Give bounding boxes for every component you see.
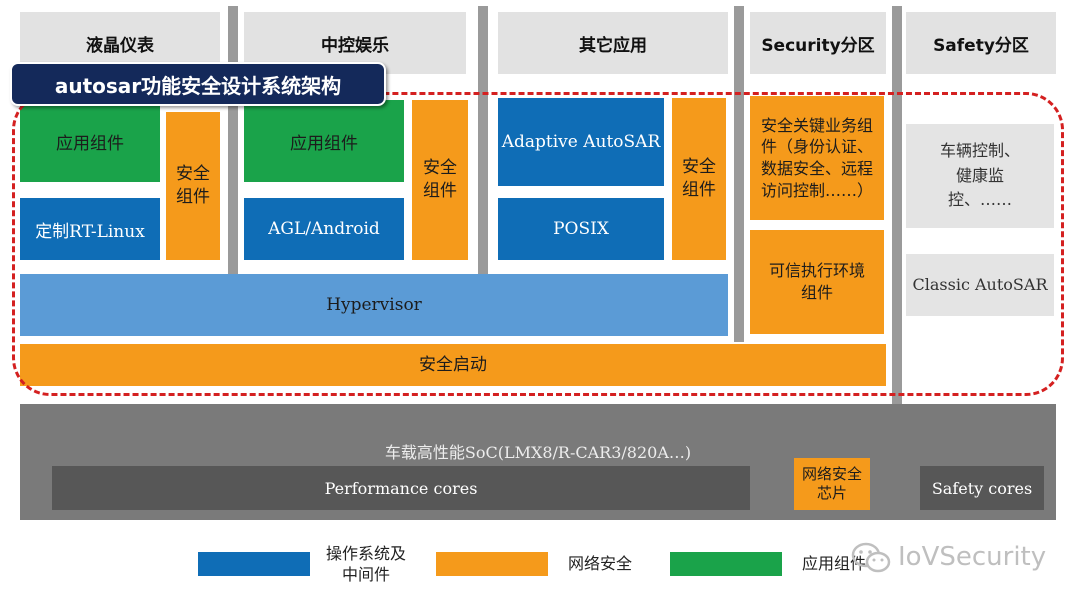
infotainment-app-component: 应用组件 — [244, 100, 404, 182]
lcd-security-component-label: 安全组件 — [176, 164, 210, 207]
legend-label-os-text: 操作系统及中间件 — [326, 544, 407, 584]
soc-label: 车载高性能SoC(LMX8/R-CAR3/820A…) — [384, 443, 692, 462]
separator-3 — [734, 6, 744, 342]
other-apps-security-component-label: 安全组件 — [682, 157, 716, 200]
header-other-apps: 其它应用 — [498, 12, 728, 74]
hypervisor-bar: Hypervisor — [20, 274, 728, 336]
network-security-chip: 网络安全芯片 — [794, 458, 870, 510]
posix-box: POSIX — [498, 198, 664, 260]
separator-2 — [478, 6, 488, 274]
separator-1 — [228, 6, 238, 274]
legend-swatch-app — [670, 552, 782, 576]
separator-4 — [892, 6, 902, 404]
legend-label-security: 网络安全 — [567, 553, 632, 573]
security-tee: 可信执行环境组件 — [750, 230, 884, 334]
security-tee-label: 可信执行环境组件 — [768, 261, 865, 302]
network-security-chip-label: 网络安全芯片 — [801, 464, 862, 503]
performance-cores: Performance cores — [52, 466, 750, 510]
safety-vehicle-control-label: 车辆控制、健康监控、…… — [939, 140, 1020, 210]
header-security: Security分区 — [750, 12, 886, 74]
legend-label-app: 应用组件 — [801, 553, 866, 573]
header-safety: Safety分区 — [906, 12, 1056, 74]
legend-swatch-security — [436, 552, 548, 576]
secure-boot-bar: 安全启动 — [20, 344, 886, 386]
lcd-app-component: 应用组件 — [20, 100, 160, 182]
infotainment-os: AGL/Android — [244, 198, 404, 260]
legend-swatch-os — [198, 552, 310, 576]
infotainment-security-component: 安全组件 — [412, 100, 468, 260]
wechat-icon — [848, 538, 894, 578]
safety-cores: Safety cores — [920, 466, 1044, 510]
other-apps-security-component: 安全组件 — [672, 98, 726, 260]
safety-vehicle-control: 车辆控制、健康监控、…… — [906, 124, 1054, 228]
watermark-text: IoVSecurity — [898, 542, 1047, 572]
security-key-business: 安全关键业务组件（身份认证、数据安全、远程访问控制……） — [750, 96, 884, 220]
infotainment-security-component-label: 安全组件 — [423, 158, 457, 201]
security-key-business-label: 安全关键业务组件（身份认证、数据安全、远程访问控制……） — [760, 115, 873, 200]
wechat-icon-svg — [851, 542, 891, 573]
legend-label-os: 操作系统及中间件 — [326, 542, 406, 588]
classic-autosar-box: Classic AutoSAR — [906, 254, 1054, 316]
secure-area-boundary — [12, 92, 1064, 396]
title-badge: autosar功能安全设计系统架构 — [10, 62, 386, 106]
lcd-os: 定制RT-Linux — [20, 198, 160, 260]
lcd-security-component: 安全组件 — [166, 112, 220, 260]
adaptive-autosar-box: Adaptive AutoSAR — [498, 98, 664, 186]
